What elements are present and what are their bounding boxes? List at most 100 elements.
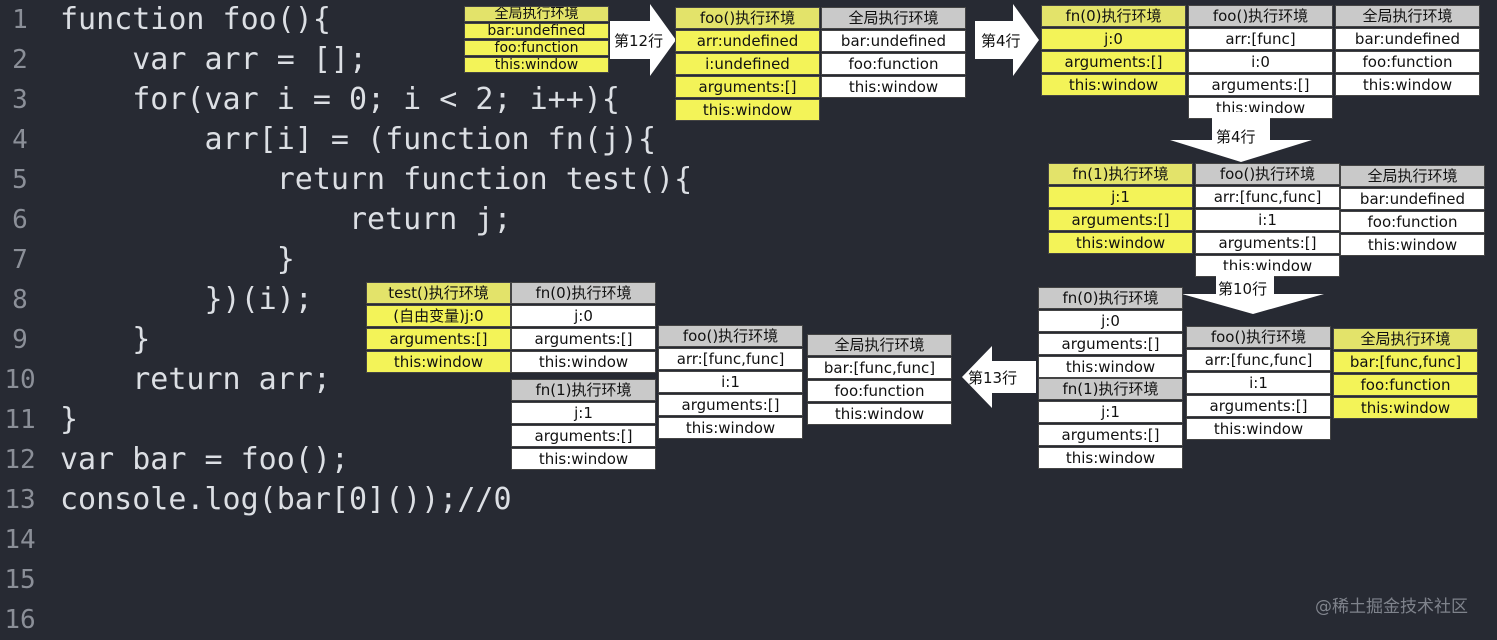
line-number: 3 — [12, 85, 28, 115]
line-number: 15 — [4, 565, 36, 595]
env-variable: foo:function — [1335, 51, 1480, 73]
code-text: } — [60, 242, 295, 277]
arrow-label: 第12行 — [614, 32, 664, 50]
arrow-label: 第10行 — [1218, 280, 1268, 298]
env-variable: j:1 — [1048, 186, 1193, 208]
env-variable: i:1 — [658, 371, 803, 393]
env-variable: j:0 — [1041, 28, 1186, 50]
env-variable: arguments:[] — [1186, 395, 1331, 417]
env-header: 全局执行环境 — [1335, 5, 1480, 27]
env-variable: arguments:[] — [1038, 333, 1183, 355]
env-variable: arguments:[] — [1195, 232, 1340, 254]
arrow-line-4: 第4行 — [975, 4, 1039, 76]
code-text: } — [60, 322, 151, 357]
env-variable: this:window — [1335, 74, 1480, 96]
env-variable: arr:[func,func] — [1195, 186, 1340, 208]
env-header: foo()执行环境 — [1186, 326, 1331, 348]
line-number: 8 — [12, 285, 28, 315]
env-variable: this:window — [511, 351, 656, 373]
env-variable: this:window — [1048, 232, 1193, 254]
code-text: } — [60, 402, 79, 437]
line-number: 11 — [4, 405, 36, 435]
env-variable: j:1 — [1038, 401, 1183, 423]
env-variable: this:window — [807, 403, 952, 425]
env-variable: arguments:[] — [675, 76, 820, 98]
env-variable: bar:undefined — [464, 23, 609, 39]
env-variable: this:window — [1041, 74, 1186, 96]
env-variable: this:window — [675, 99, 820, 121]
arrow-line-12: 第12行 — [610, 4, 676, 76]
code-text: for(var i = 0; i < 2; i++){ — [60, 82, 620, 117]
env-variable: bar:undefined — [821, 30, 966, 52]
env-variable: arguments:[] — [511, 425, 656, 447]
arrow-line-4-down: 第4行 — [1170, 112, 1312, 162]
env-header: test()执行环境 — [366, 282, 511, 304]
env-variable: this:window — [821, 76, 966, 98]
env-variable: foo:function — [464, 40, 609, 56]
line-number: 6 — [12, 205, 28, 235]
env-variable: arr:undefined — [675, 30, 820, 52]
code-text: var bar = foo(); — [60, 442, 349, 477]
env-variable: foo:function — [1333, 374, 1478, 396]
line-number: 10 — [4, 365, 36, 395]
env-header: fn(0)执行环境 — [1038, 287, 1183, 309]
env-variable: j:0 — [1038, 310, 1183, 332]
env-variable: arguments:[] — [1188, 74, 1333, 96]
code-text: })(i); — [60, 282, 313, 317]
line-number: 9 — [12, 325, 28, 355]
env-variable: arr:[func,func] — [1186, 349, 1331, 371]
env-variable: i:0 — [1188, 51, 1333, 73]
env-header: 全局执行环境 — [1340, 165, 1485, 187]
env-variable: foo:function — [807, 380, 952, 402]
env-variable: foo:function — [821, 53, 966, 75]
env-variable: (自由变量)j:0 — [366, 305, 511, 327]
env-variable: this:window — [366, 351, 511, 373]
env-variable: this:window — [464, 57, 609, 73]
env-header: foo()执行环境 — [1188, 5, 1333, 27]
env-header: foo()执行环境 — [1195, 163, 1340, 185]
env-variable: this:window — [1038, 447, 1183, 469]
line-number: 7 — [12, 245, 28, 275]
env-variable: arguments:[] — [366, 328, 511, 350]
env-variable: bar:[func,func] — [1333, 351, 1478, 373]
env-header: foo()执行环境 — [675, 7, 820, 29]
code-text: return arr; — [60, 362, 331, 397]
env-header: 全局执行环境 — [464, 6, 609, 22]
code-text: return j; — [60, 202, 512, 237]
arrow-label: 第4行 — [981, 32, 1021, 50]
env-variable: arr:[func,func] — [658, 348, 803, 370]
env-header: fn(0)执行环境 — [1041, 5, 1186, 27]
env-header: fn(1)执行环境 — [1048, 163, 1193, 185]
arrow-label: 第4行 — [1216, 128, 1256, 146]
env-variable: this:window — [511, 448, 656, 470]
arrow-line-13: 第13行 — [962, 346, 1036, 408]
env-variable: j:1 — [511, 402, 656, 424]
env-header: fn(1)执行环境 — [511, 379, 656, 401]
env-variable: arguments:[] — [1038, 424, 1183, 446]
env-variable: i:1 — [1195, 209, 1340, 231]
line-number: 5 — [12, 165, 28, 195]
env-variable: foo:function — [1340, 211, 1485, 233]
code-text: var arr = []; — [60, 42, 368, 77]
line-number: 14 — [4, 525, 36, 555]
env-header: 全局执行环境 — [821, 7, 966, 29]
arrow-line-10-down: 第10行 — [1182, 270, 1324, 314]
env-variable: arguments:[] — [1041, 51, 1186, 73]
env-variable: arguments:[] — [1048, 209, 1193, 231]
line-number: 4 — [12, 125, 28, 155]
env-variable: bar:[func,func] — [807, 357, 952, 379]
code-text: arr[i] = (function fn(j){ — [60, 122, 657, 157]
